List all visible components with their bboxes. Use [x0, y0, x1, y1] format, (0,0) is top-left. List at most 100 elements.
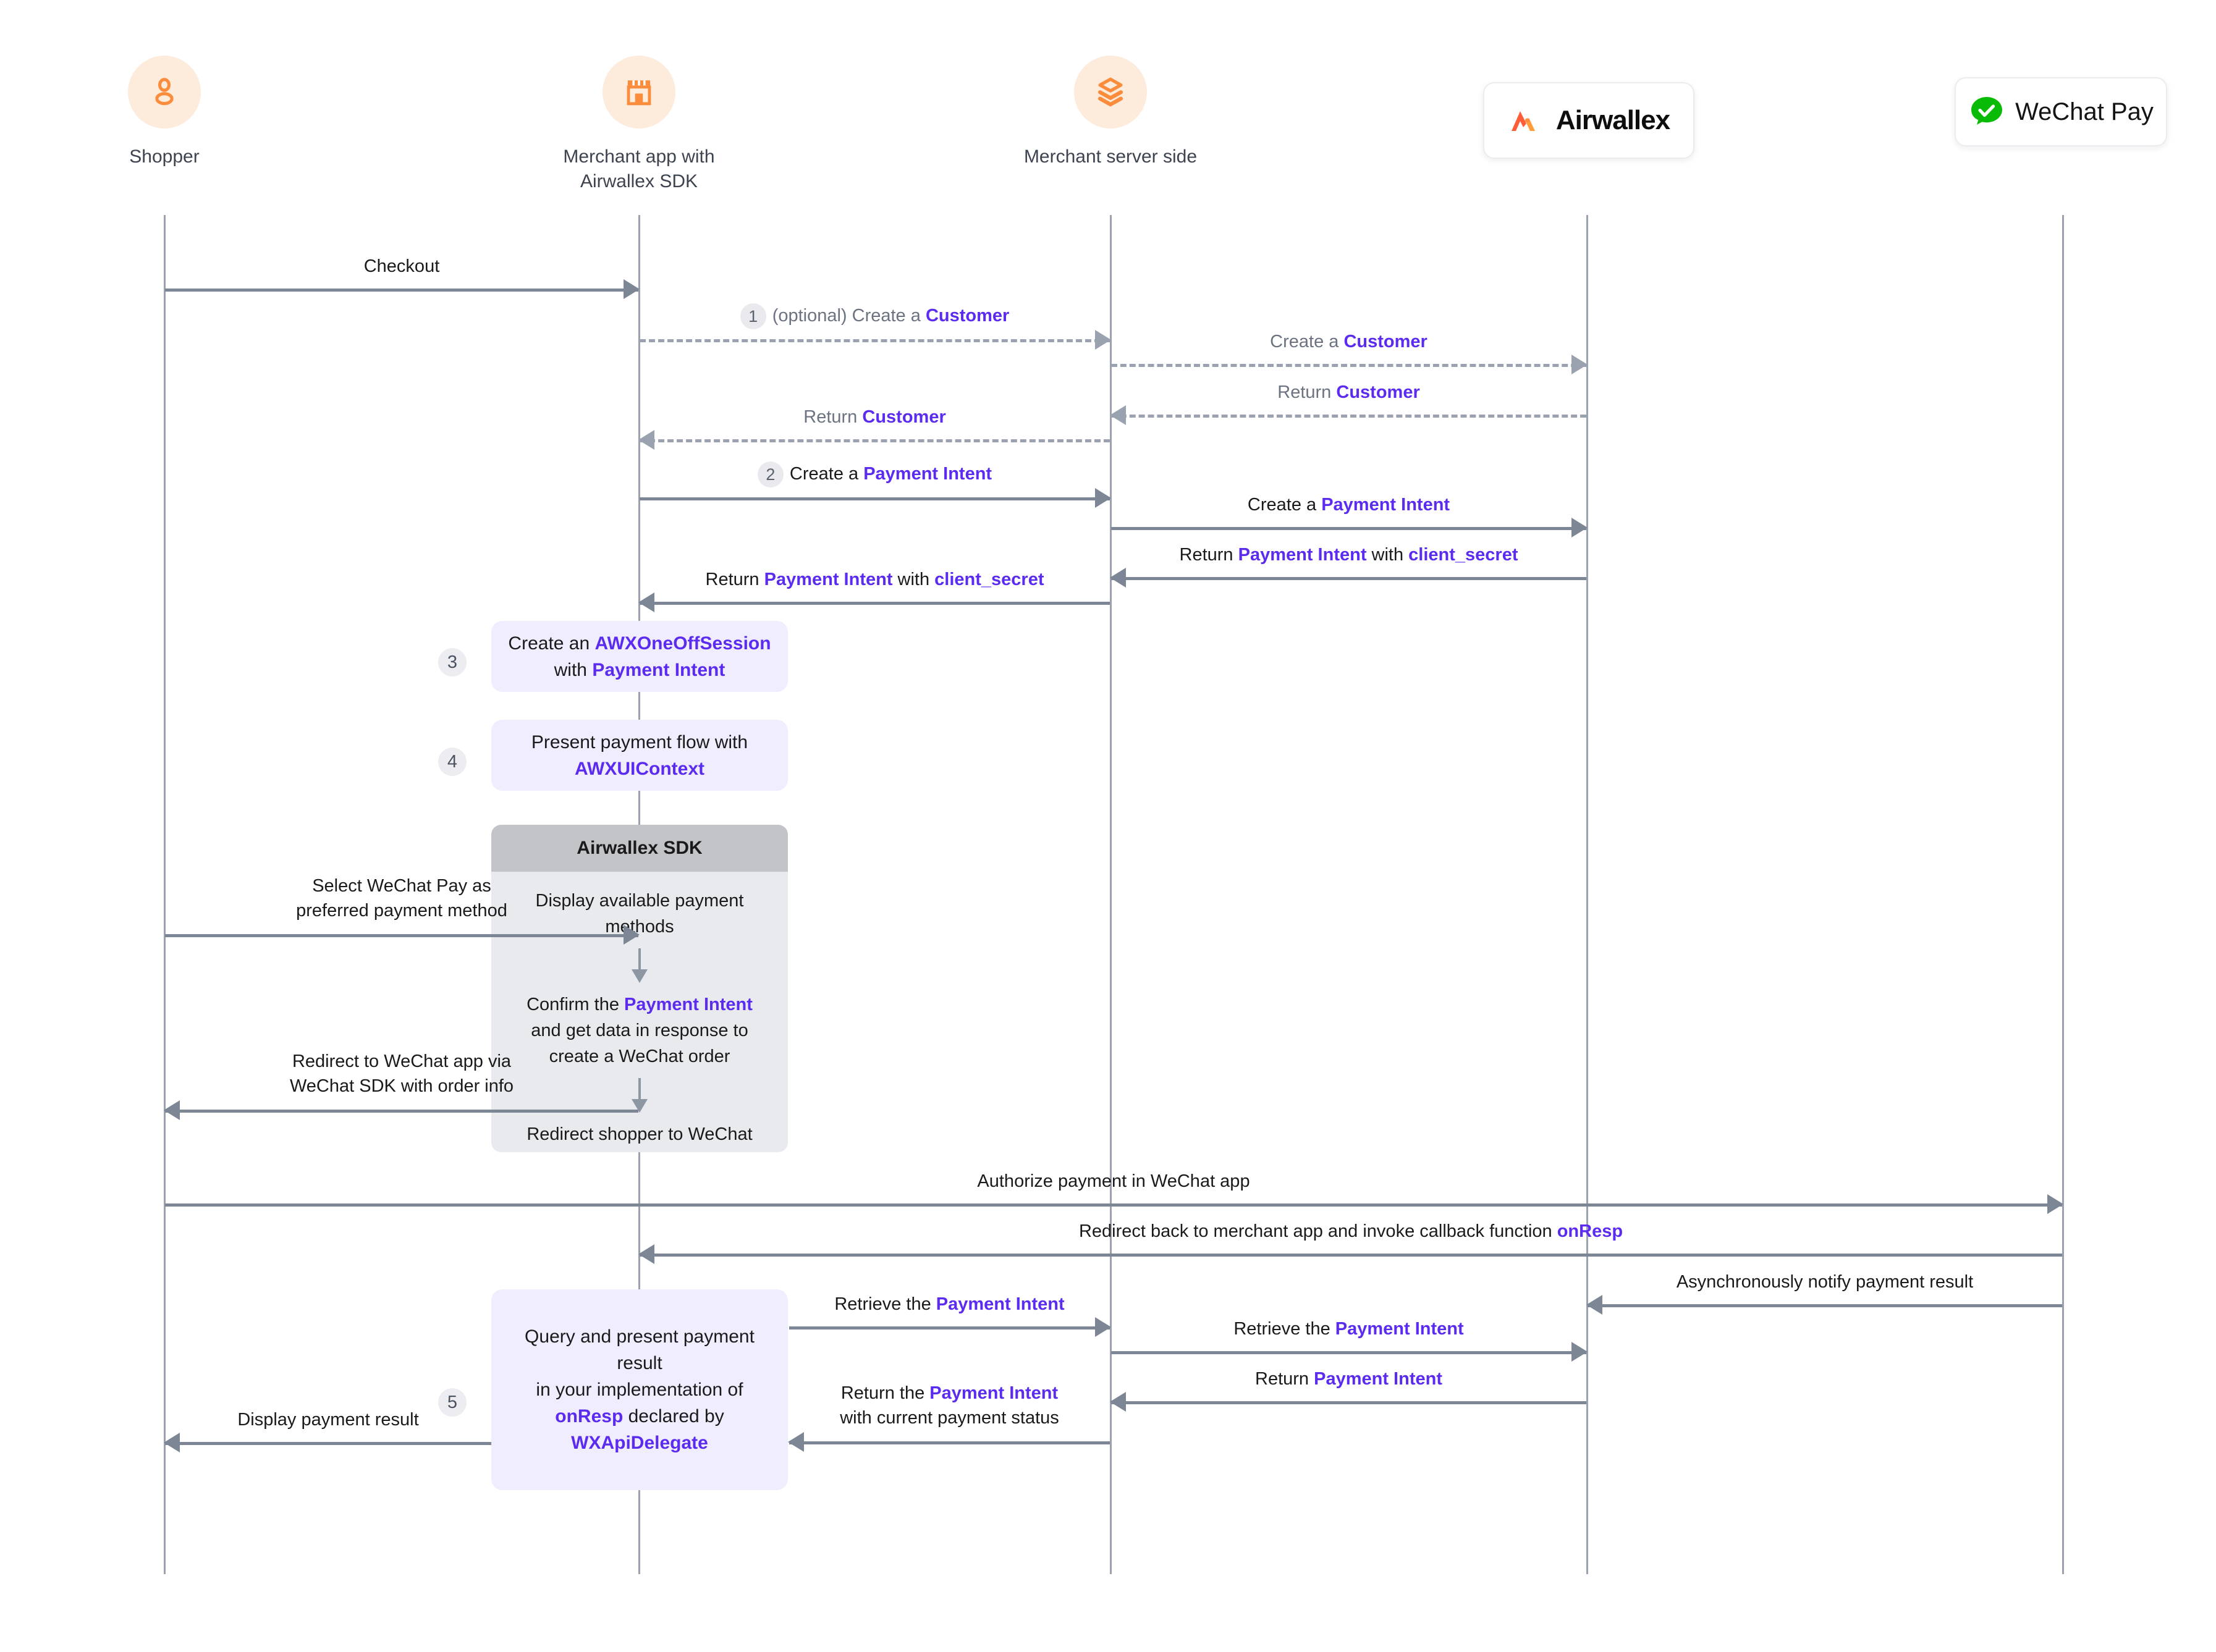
note-present-payment-flow: Present payment flow with AWXUIContext — [491, 720, 788, 791]
group-airwallex-sdk: Airwallex SDK Display available payment … — [491, 825, 788, 1152]
arrow-head-right — [1095, 330, 1111, 350]
group-step-2-post2: create a WeChat order — [549, 1047, 730, 1066]
message-prefix: Retrieve the — [834, 1294, 936, 1314]
note-line-3: onResp declared by — [507, 1403, 772, 1430]
wechat-pay-logo-icon — [1971, 97, 2003, 125]
note-line-1: Present payment flow with — [531, 729, 748, 756]
message-keyword: Customer — [1343, 332, 1427, 352]
arrow-line — [1111, 577, 1586, 580]
actor-label-line2: Airwallex SDK — [580, 171, 698, 192]
note-line-4: WXApiDelegate — [507, 1430, 772, 1456]
message-prefix: (optional) Create a — [772, 305, 926, 326]
note-create-session: Create an AWXOneOffSession with Payment … — [491, 621, 788, 692]
note-line-2: in your implementation of — [536, 1380, 743, 1400]
message-prefix: Return the — [840, 1383, 930, 1403]
message-keyword: Customer — [925, 305, 1010, 326]
note-text: Present payment flow with AWXUIContext — [531, 729, 748, 782]
actor-merchant-server: Merchant server side — [1005, 56, 1216, 169]
message-prefix: Return — [1255, 1369, 1314, 1389]
lifeline-wechat — [2062, 215, 2064, 1574]
arrow-line — [1111, 1401, 1586, 1404]
arrow-line — [640, 1254, 2062, 1257]
message-prefix: Retrieve the — [1233, 1319, 1335, 1339]
group-step-2: Confirm the Payment Intent and get data … — [527, 992, 753, 1069]
message-keyword: Payment Intent — [863, 463, 992, 484]
arrow-head-right — [624, 279, 640, 299]
arrow-head-left — [638, 1244, 654, 1264]
message-keyword-2: client_secret — [934, 570, 1044, 589]
message-label: Return Customer — [640, 405, 1110, 429]
arrow-line — [1111, 527, 1586, 530]
message-keyword: Payment Intent — [936, 1294, 1065, 1314]
message-label: Checkout — [363, 256, 440, 276]
person-icon — [155, 78, 174, 106]
merchant-server-icon-bubble — [1074, 56, 1147, 129]
arrow-head-right — [1095, 1317, 1111, 1337]
arrow-line — [165, 1442, 491, 1445]
actor-shopper: Shopper — [59, 56, 269, 169]
arrow-line — [1588, 1304, 2062, 1307]
message-label: Asynchronously notify payment result — [1676, 1272, 1974, 1292]
message-label: Return Payment Intent with client_secret — [640, 567, 1110, 592]
group-body: Display available payment methods Confir… — [491, 872, 788, 1152]
message-label: Select WeChat Pay as preferred payment m… — [165, 874, 638, 923]
wechat-pay-logo-text: WeChat Pay — [2015, 98, 2154, 125]
arrow-line — [640, 497, 1110, 500]
message-label: Display payment result — [237, 1410, 419, 1430]
message-label: Return Payment Intent — [1111, 1367, 1586, 1391]
message-suffix: with current payment status — [840, 1408, 1059, 1428]
message-label: Retrieve the Payment Intent — [1111, 1317, 1586, 1341]
message-label: Redirect to WeChat app via WeChat SDK wi… — [165, 1049, 638, 1098]
down-arrow-icon-1 — [632, 948, 648, 983]
message-keyword: Payment Intent — [1314, 1369, 1442, 1389]
message-keyword: onResp — [1557, 1221, 1623, 1241]
shopper-icon-bubble — [128, 56, 201, 129]
arrow-head-right — [1571, 355, 1588, 374]
arrow-head-left — [164, 1433, 180, 1452]
lifeline-airwallex — [1586, 215, 1588, 1574]
message-label: 1(optional) Create a Customer — [640, 303, 1110, 329]
group-step-2-pre: Confirm the — [527, 995, 625, 1014]
arrow-line — [640, 602, 1110, 605]
arrow-head-left — [638, 430, 654, 450]
message-prefix: Redirect back to merchant app and invoke… — [1078, 1221, 1557, 1241]
arrow-line — [1111, 415, 1586, 418]
lifeline-merchant-server — [1110, 215, 1112, 1574]
note-number-3: 3 — [438, 648, 467, 676]
note-keyword: Payment Intent — [592, 659, 725, 680]
group-step-2-post1: and get data in response to — [531, 1021, 748, 1040]
message-keyword: Customer — [862, 407, 946, 427]
arrow-head-left — [638, 592, 654, 612]
message-label: Create a Payment Intent — [1111, 492, 1586, 517]
actor-merchant-app: Merchant app with Airwallex SDK — [534, 56, 744, 194]
group-title: Airwallex SDK — [491, 825, 788, 872]
note-line-2: with Payment Intent — [508, 657, 771, 683]
note-line-1: Create an AWXOneOffSession — [508, 630, 771, 657]
arrow-line — [165, 934, 638, 937]
message-label: Authorize payment in WeChat app — [977, 1171, 1250, 1191]
arrow-line — [1111, 364, 1586, 367]
note-text-plain: Present payment flow with — [531, 731, 748, 752]
actor-label: Merchant server side — [1023, 146, 1198, 167]
message-prefix: Create a — [789, 463, 864, 484]
arrow-head-left — [1586, 1295, 1602, 1315]
message-label: Return the Payment Intent with current p… — [789, 1381, 1110, 1430]
arrow-head-left — [788, 1432, 804, 1452]
arrow-head-left — [1110, 1392, 1126, 1412]
message-keyword: Payment Intent — [764, 570, 893, 589]
arrow-line — [1111, 1351, 1586, 1354]
merchant-app-icon-bubble — [603, 56, 675, 129]
actor-airwallex: Airwallex — [1483, 82, 1694, 159]
message-keyword: Payment Intent — [1238, 545, 1367, 565]
arrow-head-right — [1571, 518, 1588, 537]
message-label: Return Customer — [1111, 380, 1586, 405]
airwallex-logo-icon — [1511, 111, 1535, 131]
note-line-1: Query and present payment result — [525, 1326, 755, 1373]
arrow-head-right — [624, 925, 640, 945]
note-text-plain: Create an — [508, 633, 595, 654]
actor-label: Shopper — [129, 146, 200, 167]
step-badge-2: 2 — [757, 461, 784, 487]
arrow-line — [165, 289, 638, 292]
